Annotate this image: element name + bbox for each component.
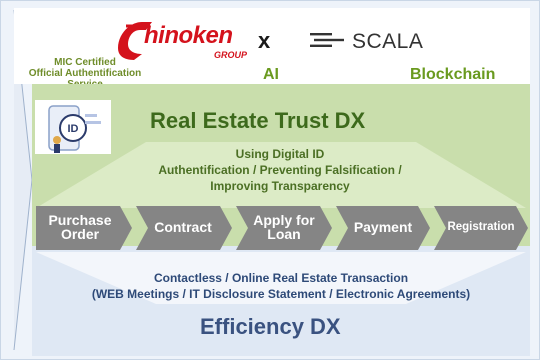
contactless-line-2: (WEB Meetings / IT Disclosure Statement … <box>91 287 471 301</box>
digital-id-text: Using Digital ID Authentification / Prev… <box>100 146 460 194</box>
brand-name: hinoken <box>144 22 233 49</box>
partner-name: SCALA <box>352 30 424 53</box>
contactless-line-1: Contactless / Online Real Estate Transac… <box>153 271 409 285</box>
digital-id-line-3: Improving Transparency <box>210 179 350 193</box>
step-payment: Payment <box>353 219 413 235</box>
step-purchase-order: Purchase Order <box>48 212 112 242</box>
step-arrow-registration <box>434 206 528 250</box>
real-estate-title: Real Estate Trust DX <box>150 108 366 133</box>
contactless-text: Contactless / Online Real Estate Transac… <box>36 270 526 302</box>
collaboration-x: x <box>258 28 271 53</box>
scala-logo-icon <box>310 33 344 47</box>
tag-blockchain: Blockchain <box>410 66 496 83</box>
shinoken-logo-icon <box>118 22 152 60</box>
step-arrow-purchase-order <box>36 206 132 250</box>
process-steps <box>36 206 528 250</box>
step-apply-for-loan: Apply for Loan <box>253 212 315 242</box>
step-contract: Contract <box>154 219 212 235</box>
efficiency-title: Efficiency DX <box>200 314 341 339</box>
id-badge-text: ID <box>68 123 79 135</box>
digital-id-line-1: Using Digital ID <box>235 147 325 161</box>
digital-id-panel <box>36 142 526 208</box>
step-arrow-payment <box>336 206 430 250</box>
digital-id-line-2: Authentification / Preventing Falsificat… <box>158 163 402 177</box>
step-arrow-contract <box>136 206 232 250</box>
step-registration: Registration <box>447 221 515 233</box>
digital-id-illustration-icon: ID <box>35 100 111 154</box>
tag-ai: AI <box>263 66 279 83</box>
step-arrow-apply-loan <box>236 206 332 250</box>
brand-group: GROUP <box>214 50 248 60</box>
header-band <box>14 8 530 84</box>
efficiency-panel <box>36 252 526 304</box>
